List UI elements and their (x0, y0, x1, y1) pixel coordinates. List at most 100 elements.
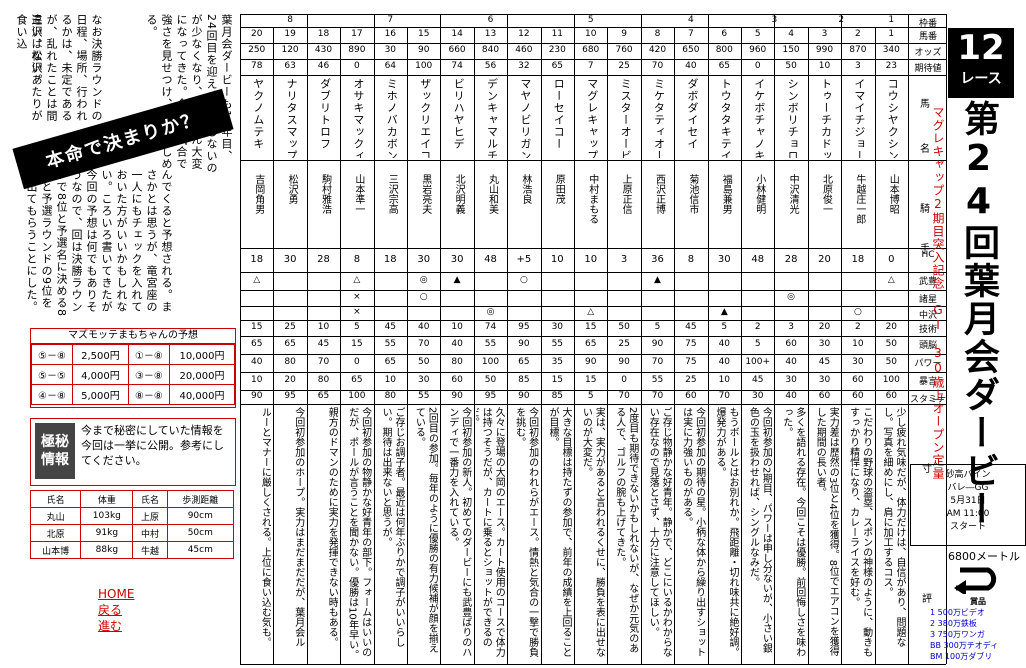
prediction-cell: 4,000円 (71, 364, 129, 385)
grid-vline (574, 14, 575, 664)
horse-comment: 2度目も期待できないかもしれないが、なぜか元気のある人で、ゴルフの腕も上げてきた… (613, 407, 638, 654)
grid-hline (240, 272, 946, 273)
stat-bogen: 15 (584, 375, 597, 385)
weights-cell: 上原 (132, 507, 168, 525)
stat-zuno: 5 (754, 339, 761, 349)
hc-cell: 28 (317, 254, 330, 265)
race-number: 12 (957, 28, 1005, 68)
row-label: オッズ (914, 48, 942, 58)
umaban-cell: 15 (417, 29, 430, 39)
jockey-name: 菊池信市 (686, 174, 698, 214)
mark-take: △ (887, 275, 895, 285)
odds-cell: 960 (749, 45, 767, 55)
secret-badge: 極秘 情報 (35, 423, 75, 479)
jockey-name: 三沢宗高 (386, 174, 398, 214)
stat-power: 30 (852, 357, 864, 367)
row-label: 馬番 (918, 32, 937, 42)
weights-cell: 50cm (166, 524, 235, 542)
nav-links: HOME 戻る 進む (98, 586, 134, 634)
kitai-cell: 78 (250, 61, 263, 71)
hc-cell: 10 (550, 254, 564, 265)
jockey-name: 山本準一 (352, 174, 364, 214)
horse-name: ビリハヤヒデ (452, 78, 466, 150)
horse-name: ザックリエイコーオー (418, 78, 432, 158)
stat-zuno: 65 (250, 339, 263, 349)
grid-vline (273, 27, 275, 664)
stat-bogen: 0 (621, 375, 627, 385)
home-link[interactable]: HOME (98, 587, 135, 601)
umaban-cell: 3 (821, 29, 828, 39)
secret-badge-line1: 極秘 (41, 434, 69, 450)
stat-stamina: 85 (551, 391, 564, 401)
kitai-cell: 32 (518, 61, 530, 71)
prize-line: 2 380万鉄板 (930, 619, 977, 628)
jockey-name: 山本博昭 (887, 174, 899, 214)
kitai-cell: 65 (551, 61, 564, 71)
article-col4: 三沢、松沢あたりが食い込 (15, 14, 43, 122)
weights-cell: 北原 (29, 524, 82, 542)
mark-naka: ◎ (486, 307, 495, 317)
grid-vline (741, 27, 742, 664)
mark-naka: △ (587, 307, 595, 317)
mark-take: ▲ (453, 275, 461, 285)
horse-comment: 久々に登場の大岡のエース。カート使用のコースで体力は持つそうだが、カートに乗ると… (476, 407, 505, 657)
weights-cell: 山本博 (29, 541, 82, 559)
weights-cell: 45cm (166, 541, 235, 559)
stat-zuno: 65 (584, 339, 597, 349)
horse-name: ミホノバカボン (385, 78, 399, 158)
horse-name: ミスターオービー (619, 78, 633, 158)
stat-zuno: 45 (317, 339, 330, 349)
back-link[interactable]: 戻る (98, 603, 123, 617)
row-label: 馬 (920, 99, 930, 110)
stat-zuno: 50 (885, 339, 898, 349)
stat-power: 65 (518, 357, 530, 367)
wakuban-cell: 4 (688, 15, 694, 25)
grid-vline (707, 14, 709, 664)
prediction-cell: 10,000円 (168, 344, 236, 365)
horse-comment: ルーとマナーに厳しくされる。上位に食い込む気も。 (259, 407, 271, 647)
stat-bogen: 85 (518, 375, 530, 385)
stat-gijutsu: 25 (284, 322, 296, 332)
kitai-cell: 63 (284, 61, 296, 71)
hc-cell: +5 (516, 254, 532, 265)
prediction-cell: ①－⑧ (127, 344, 170, 365)
kitai-cell: 65 (718, 61, 731, 71)
umaban-cell: 13 (484, 29, 497, 39)
horse-comment: ご存じお調子者。最近は何年ぶりかで調子がいいらしい。期待は出来ないと思うが。 (379, 407, 404, 647)
horse-name: トウタタキテイオー (719, 78, 733, 158)
next-link[interactable]: 進む (98, 619, 123, 633)
mark-naka: × (353, 307, 361, 317)
stat-stamina: 60 (885, 391, 898, 401)
grid-hline (240, 404, 946, 405)
horse-comment: 今回初参加のわれらがエース。情熱と気合の一撃で勝負を挑む。 (513, 407, 538, 657)
horse-comment: 実力差は歴然の3位と4位を獲得。8位でエアコンを獲得した期間の長い者。 (814, 407, 839, 657)
kitai-cell: 3 (855, 61, 861, 71)
hc-cell: 30 (450, 254, 464, 265)
hc-cell: 36 (651, 254, 664, 265)
horse-comment: 少し疲れ気味だが、体力だけは、自信があり、問題なし。写真を細めにし、肩に加工する… (880, 407, 905, 647)
grid-vline (240, 14, 241, 664)
grid-hline (240, 306, 946, 307)
odds-cell: 430 (314, 45, 333, 55)
grid-vline (674, 27, 676, 664)
stat-power: 65 (384, 357, 397, 367)
prize-line: BM 100万ダブリ (930, 652, 993, 661)
mark-naka: ▲ (720, 307, 728, 317)
horse-name: イケボチャノキヒデ (752, 78, 766, 158)
grid-vline (340, 27, 342, 664)
prediction-cell: 40,000円 (168, 384, 236, 405)
row-label: 手 (920, 244, 930, 255)
stat-stamina: 70 (618, 391, 630, 401)
horse-name: シンボリチョロルフ (786, 78, 800, 158)
kitai-cell: 0 (354, 61, 360, 71)
prediction-cell: 2,500円 (71, 344, 129, 365)
odds-cell: 30 (384, 45, 397, 55)
stat-zuno: 70 (417, 339, 430, 349)
wakuban-cell: 1 (888, 15, 895, 25)
stat-zuno: 75 (685, 339, 697, 349)
wakuban-cell: 6 (487, 15, 494, 25)
grid-vline (373, 14, 375, 664)
stat-stamina: 30 (751, 391, 764, 401)
odds-cell: 680 (582, 45, 600, 55)
